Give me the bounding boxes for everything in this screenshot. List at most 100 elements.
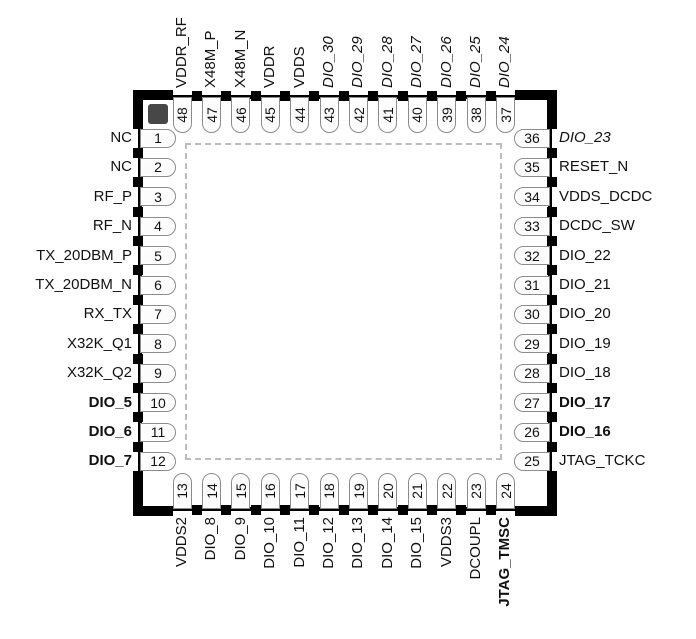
edge-tick: [485, 91, 496, 101]
pin-label-vdds: VDDS: [290, 46, 308, 88]
pin-label-dcoupl: DCOUPL: [467, 517, 484, 580]
pin-number-21: 21: [409, 483, 426, 499]
corner-bar: [515, 90, 557, 100]
pin-number-4: 4: [154, 218, 162, 235]
pin-number-42: 42: [350, 107, 367, 123]
pin-label-dio-27: DIO_27: [408, 36, 426, 88]
pin-label-dio-24: DIO_24: [496, 36, 514, 88]
pin-number-8: 8: [154, 335, 162, 352]
pin-number-40: 40: [409, 107, 426, 123]
pin-label-dio-26: DIO_26: [437, 36, 455, 88]
pin-label-rf-n: RF_N: [92, 217, 132, 235]
pin-pad-46: 46: [231, 97, 251, 133]
corner-bar: [515, 506, 557, 516]
pin-label-dio-23: DIO_23: [559, 129, 611, 146]
edge-tick: [309, 91, 320, 101]
edge-tick: [426, 505, 437, 515]
pin-pad-42: 42: [348, 97, 368, 133]
pin-label-dio-29: DIO_29: [349, 36, 367, 88]
pin-number-7: 7: [154, 306, 162, 323]
pin-pad-22: 22: [437, 473, 457, 509]
pin-label-dio-6: DIO_6: [88, 423, 132, 440]
pin-label-dio-12: DIO_12: [320, 517, 337, 569]
pin-number-11: 11: [150, 424, 166, 440]
pin-number-17: 17: [291, 483, 308, 499]
pin-pad-45: 45: [260, 97, 280, 133]
pin-pad-36: 36: [514, 128, 550, 148]
pin-number-24: 24: [497, 483, 514, 499]
package-body: [138, 95, 552, 511]
pin-number-46: 46: [232, 107, 249, 123]
pin-pad-37: 37: [495, 97, 515, 133]
exposed-pad-outline: [185, 143, 502, 460]
pin-pad-33: 33: [514, 216, 550, 236]
edge-tick: [133, 206, 143, 217]
pin-label-x48m-n: X48M_N: [231, 29, 249, 88]
pin-label-x32k-q1: X32K_Q1: [66, 334, 132, 352]
edge-tick: [547, 382, 557, 393]
pin-number-2: 2: [154, 159, 162, 176]
pin-number-37: 37: [497, 107, 514, 123]
edge-tick: [133, 177, 143, 188]
pin-number-5: 5: [154, 247, 162, 264]
edge-tick: [279, 505, 290, 515]
edge-tick: [133, 441, 143, 452]
pin-label-nc: NC: [110, 129, 132, 146]
pin-number-31: 31: [524, 277, 540, 293]
edge-tick: [133, 147, 143, 158]
corner-bar: [133, 90, 143, 129]
corner-bar: [133, 506, 173, 516]
pin-number-43: 43: [320, 107, 337, 123]
pin-label-reset-n: RESET_N: [559, 158, 629, 176]
edge-tick: [338, 505, 349, 515]
pin-label-dio-7: DIO_7: [88, 452, 132, 470]
edge-tick: [133, 382, 143, 393]
edge-tick: [547, 147, 557, 158]
pin-number-22: 22: [438, 483, 455, 499]
pin-label-rf-p: RF_P: [93, 187, 132, 205]
corner-bar: [133, 90, 173, 100]
pin-label-vddr: VDDR: [261, 45, 279, 88]
pin-number-29: 29: [524, 335, 540, 352]
pin-pad-32: 32: [514, 246, 550, 266]
pin-number-1: 1: [154, 130, 162, 146]
pin-number-3: 3: [154, 188, 162, 205]
pin-pad-38: 38: [466, 97, 486, 133]
pin-label-dio-15: DIO_15: [408, 517, 426, 569]
pin-label-vdds2: VDDS2: [173, 517, 190, 568]
pin-pad-31: 31: [514, 275, 550, 295]
pin-pad-23: 23: [466, 473, 486, 509]
pin-number-15: 15: [232, 483, 249, 499]
pin-number-9: 9: [154, 365, 162, 382]
pin-number-18: 18: [320, 483, 337, 499]
edge-tick: [547, 353, 557, 364]
pin-number-45: 45: [262, 107, 279, 123]
pin-number-20: 20: [379, 483, 396, 499]
pin-pad-48: 48: [172, 97, 192, 133]
pin-label-dio-22: DIO_22: [559, 246, 611, 264]
pin-pad-34: 34: [514, 187, 550, 207]
pin-label-rx-tx: RX_TX: [83, 305, 132, 323]
pin-pad-11: 11: [140, 422, 176, 442]
pin-number-25: 25: [524, 453, 540, 470]
edge-tick: [309, 505, 320, 515]
pin-pad-35: 35: [514, 157, 550, 177]
pin-label-dio-13: DIO_13: [349, 517, 367, 569]
pin-pad-29: 29: [514, 334, 550, 354]
pin-pad-4: 4: [140, 216, 176, 236]
pin-pad-17: 17: [290, 473, 310, 509]
edge-tick: [133, 324, 143, 335]
pin-number-14: 14: [203, 483, 220, 499]
edge-tick: [250, 91, 261, 101]
pin-pad-44: 44: [290, 97, 310, 133]
pin-number-34: 34: [524, 188, 540, 205]
pin-pad-10: 10: [140, 393, 176, 413]
pin-label-dio-16: DIO_16: [559, 423, 611, 440]
edge-tick: [547, 265, 557, 276]
pin-label-dio-21: DIO_21: [559, 276, 611, 293]
edge-tick: [338, 91, 349, 101]
pin-label-dio-8: DIO_8: [202, 517, 220, 561]
pin-pad-15: 15: [231, 473, 251, 509]
pin-pad-39: 39: [437, 97, 457, 133]
pin-label-dio-28: DIO_28: [378, 36, 396, 88]
